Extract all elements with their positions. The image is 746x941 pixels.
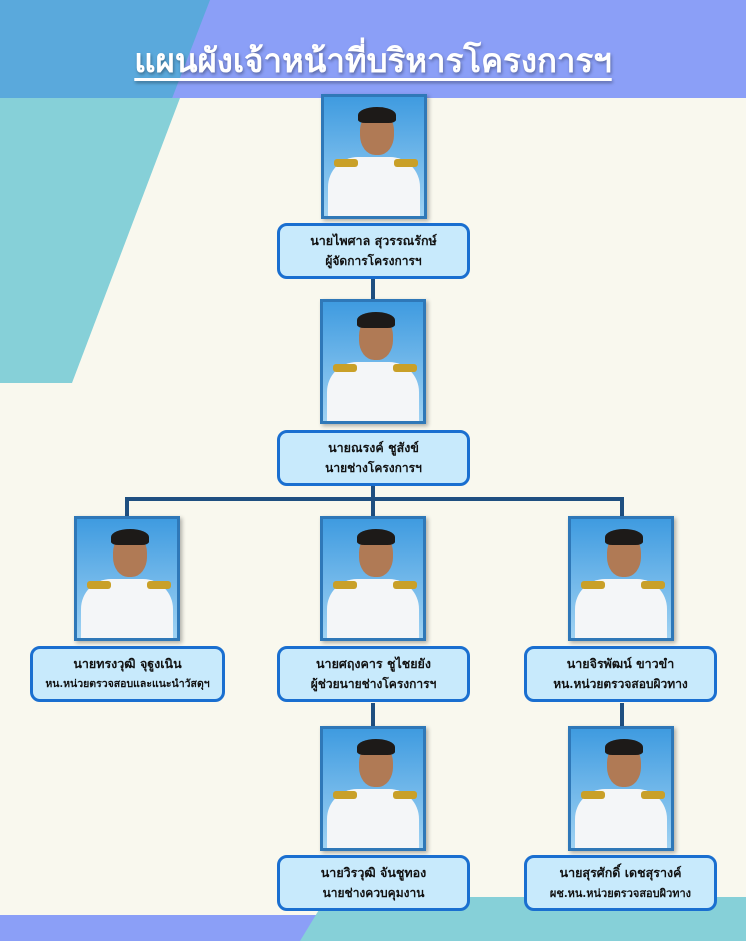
staff-name: นายศฤงคาร ชูไชยยัง xyxy=(316,656,431,671)
page-title: แผนผังเจ้าหน้าที่บริหารโครงการฯ xyxy=(134,41,612,80)
staff-photo xyxy=(74,516,180,641)
staff-photo xyxy=(321,94,427,219)
staff-card-materials-head: นายทรงวุฒิ จุฐูงเนินหน.หน่วยตรวจสอบและแน… xyxy=(30,646,225,702)
connector xyxy=(125,497,129,517)
banner-left-accent xyxy=(0,0,210,98)
staff-role: หน.หน่วยตรวจสอบผิวทาง xyxy=(553,677,688,691)
staff-role: นายช่างควบคุมงาน xyxy=(322,886,425,900)
connector xyxy=(371,703,375,727)
staff-card-pavement-head: นายจิรพัฒน์ ขาวขำหน.หน่วยตรวจสอบผิวทาง xyxy=(524,646,717,702)
staff-role: ผู้จัดการโครงการฯ xyxy=(325,254,422,268)
staff-name: นายวิรวุฒิ จันชูทอง xyxy=(320,865,427,880)
staff-role: หน.หน่วยตรวจสอบและแนะนำวัสดุฯ xyxy=(45,678,210,690)
staff-name: นายสุรศักดิ์ เดชสุรางค์ xyxy=(559,865,682,880)
staff-name: นายทรงวุฒิ จุฐูงเนิน xyxy=(73,656,182,671)
left-teal-accent xyxy=(0,98,180,383)
staff-name: นายไพศาล สุวรรณรักษ์ xyxy=(310,233,437,248)
staff-photo xyxy=(320,299,426,424)
staff-name: นายณรงค์ ชูสังข์ xyxy=(328,440,419,455)
connector xyxy=(371,497,375,517)
staff-card-assistant-engineer: นายศฤงคาร ชูไชยยังผู้ช่วยนายช่างโครงการฯ xyxy=(277,646,470,702)
staff-photo xyxy=(568,516,674,641)
staff-card-project-engineer: นายณรงค์ ชูสังข์นายช่างโครงการฯ xyxy=(277,430,470,486)
staff-role: ผู้ช่วยนายช่างโครงการฯ xyxy=(310,677,437,691)
staff-card-pavement-assistant-head: นายสุรศักดิ์ เดชสุรางค์ผช.หน.หน่วยตรวจสอ… xyxy=(524,855,717,911)
connector xyxy=(371,486,375,500)
staff-role: ผช.หน.หน่วยตรวจสอบผิวทาง xyxy=(549,887,692,900)
connector xyxy=(371,279,375,301)
staff-card-site-engineer: นายวิรวุฒิ จันชูทองนายช่างควบคุมงาน xyxy=(277,855,470,911)
staff-card-project-manager: นายไพศาล สุวรรณรักษ์ผู้จัดการโครงการฯ xyxy=(277,223,470,279)
bottom-left-band xyxy=(0,915,330,941)
staff-name: นายจิรพัฒน์ ขาวขำ xyxy=(566,656,675,671)
connector xyxy=(620,497,624,517)
staff-photo xyxy=(320,516,426,641)
staff-photo xyxy=(568,726,674,851)
staff-photo xyxy=(320,726,426,851)
connector xyxy=(620,703,624,727)
staff-role: นายช่างโครงการฯ xyxy=(325,461,422,475)
